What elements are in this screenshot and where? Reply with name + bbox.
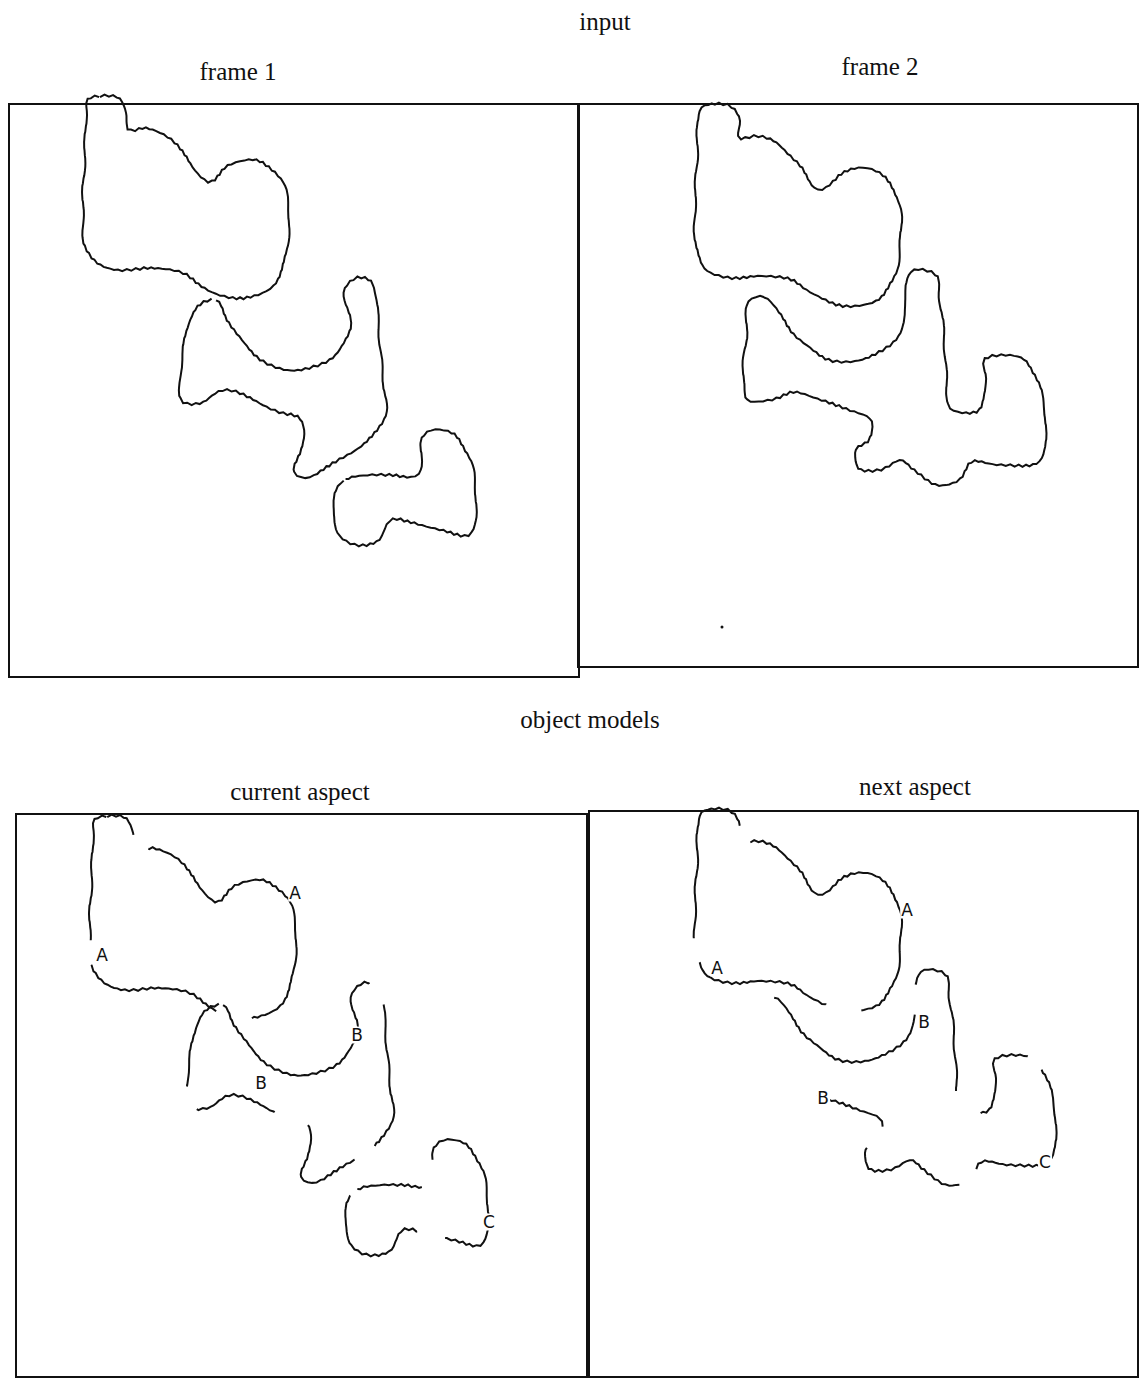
model-feature-letter: A [710, 960, 724, 977]
model-contour-fragment [752, 969, 1056, 1186]
model-feature-letter: A [95, 947, 109, 964]
section-title: input [579, 8, 630, 36]
model-feature-letter: C [1038, 1154, 1052, 1171]
image-panel: next aspect [588, 810, 1139, 1378]
panel-heading: frame 2 [841, 53, 918, 81]
object-contour [334, 429, 477, 546]
speck [721, 626, 724, 629]
model-contour-fragment [89, 815, 297, 1020]
object-contour [82, 95, 290, 300]
section-title: object models [520, 706, 660, 734]
model-contour-fragment [345, 1139, 489, 1256]
model-feature-letter: A [900, 902, 914, 919]
panel-heading: current aspect [230, 778, 370, 806]
image-panel: frame 2 [577, 103, 1139, 668]
object-contour [179, 277, 387, 479]
model-feature-letter: C [482, 1214, 496, 1231]
model-feature-letter: B [917, 1014, 931, 1031]
object-contour [694, 103, 902, 308]
model-feature-letter: B [254, 1075, 268, 1092]
image-panel: frame 1 [8, 103, 580, 678]
merged-object-contour [743, 269, 1047, 486]
panel-heading: frame 1 [199, 58, 276, 86]
model-feature-letter: B [816, 1090, 830, 1107]
model-feature-letter: B [350, 1027, 364, 1044]
model-feature-letter: A [288, 885, 302, 902]
model-contour-fragment [694, 808, 902, 1012]
model-contour-fragment [186, 982, 394, 1183]
panel-heading: next aspect [859, 773, 971, 801]
